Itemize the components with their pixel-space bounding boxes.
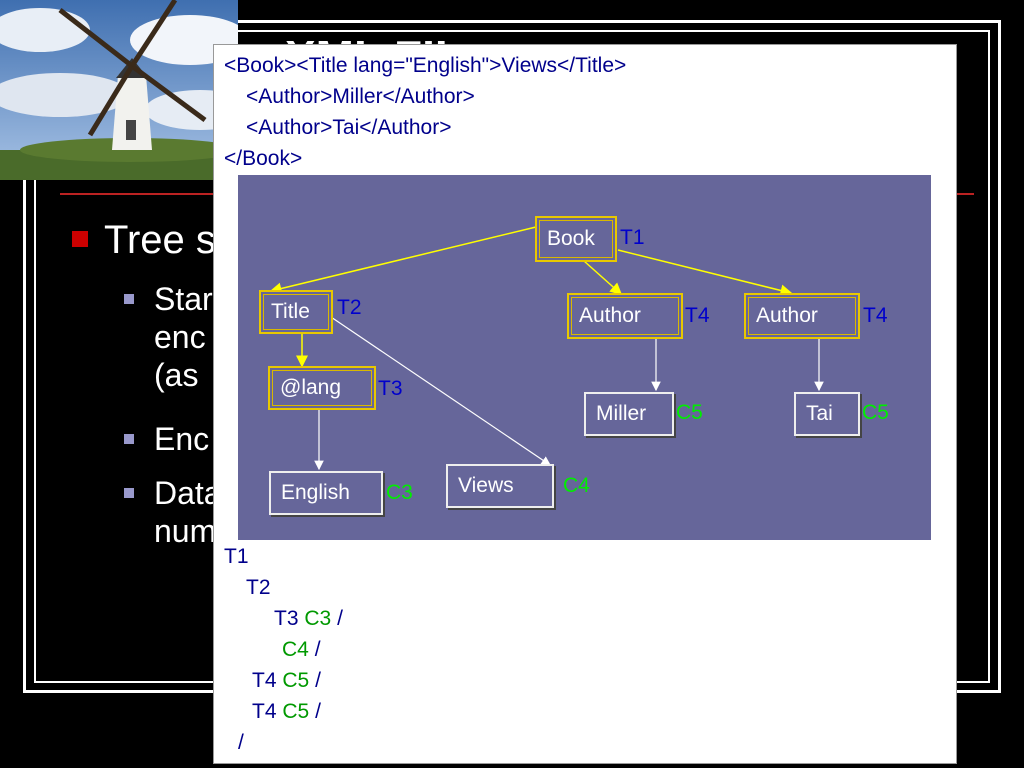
- edge-title-views: [327, 314, 551, 466]
- xml-source-line: <Author>Miller</Author>: [246, 85, 475, 108]
- sub-bullet-line: (as: [154, 357, 199, 393]
- encoding-line-2: T2: [246, 576, 271, 599]
- sub-bullet-icon: [124, 434, 134, 444]
- sub-bullet-icon: [124, 294, 134, 304]
- xml-source-line: </Book>: [224, 147, 303, 170]
- encoding-line-6: T4 C5 /: [252, 700, 321, 723]
- code-views: C4: [563, 474, 590, 497]
- main-bullet: Tree s: [72, 218, 216, 263]
- node-views: Views: [446, 464, 554, 508]
- xml-source-line: <Book><Title lang="English">Views</Title…: [224, 54, 627, 77]
- encoding-line-7: /: [238, 731, 244, 754]
- node-book: Book: [535, 216, 617, 262]
- node-tai: Tai: [794, 392, 860, 436]
- node-lang: @lang: [268, 366, 376, 410]
- node-author-2: Author: [744, 293, 860, 339]
- sub-bullet-line: enc: [154, 319, 206, 355]
- node-title: Title: [259, 290, 333, 334]
- edge-book-author1: [583, 260, 623, 295]
- sub-bullet-line: Data: [154, 475, 222, 511]
- tag-title: T2: [337, 296, 362, 319]
- sub-bullet-line: num: [154, 513, 217, 549]
- node-author-1: Author: [567, 293, 683, 339]
- sub-bullet-icon: [124, 488, 134, 498]
- node-english: English: [269, 471, 383, 515]
- windmill-photo: [0, 0, 238, 180]
- bullet-square-icon: [72, 231, 88, 247]
- edge-book-title: [269, 226, 537, 295]
- sub-bullet-line: Star: [154, 281, 213, 317]
- tag-book: T1: [620, 226, 645, 249]
- node-miller: Miller: [584, 392, 674, 436]
- code-english: C3: [386, 481, 413, 504]
- encoding-line-4: C4 /: [282, 638, 321, 661]
- tag-author-2: T4: [863, 304, 888, 327]
- encoding-line-1: T1: [224, 545, 249, 568]
- code-tai: C5: [862, 401, 889, 424]
- encoding-line-3: T3 C3 /: [274, 607, 343, 630]
- sub-bullet-line: Enc: [154, 421, 210, 457]
- encoding-line-5: T4 C5 /: [252, 669, 321, 692]
- tag-lang: T3: [378, 377, 403, 400]
- code-miller: C5: [676, 401, 703, 424]
- edge-book-author2: [617, 249, 793, 297]
- tag-author-1: T4: [685, 304, 710, 327]
- xml-source-line: <Author>Tai</Author>: [246, 116, 452, 139]
- tree-edges: [269, 226, 824, 471]
- main-bullet-text: Tree s: [104, 218, 216, 262]
